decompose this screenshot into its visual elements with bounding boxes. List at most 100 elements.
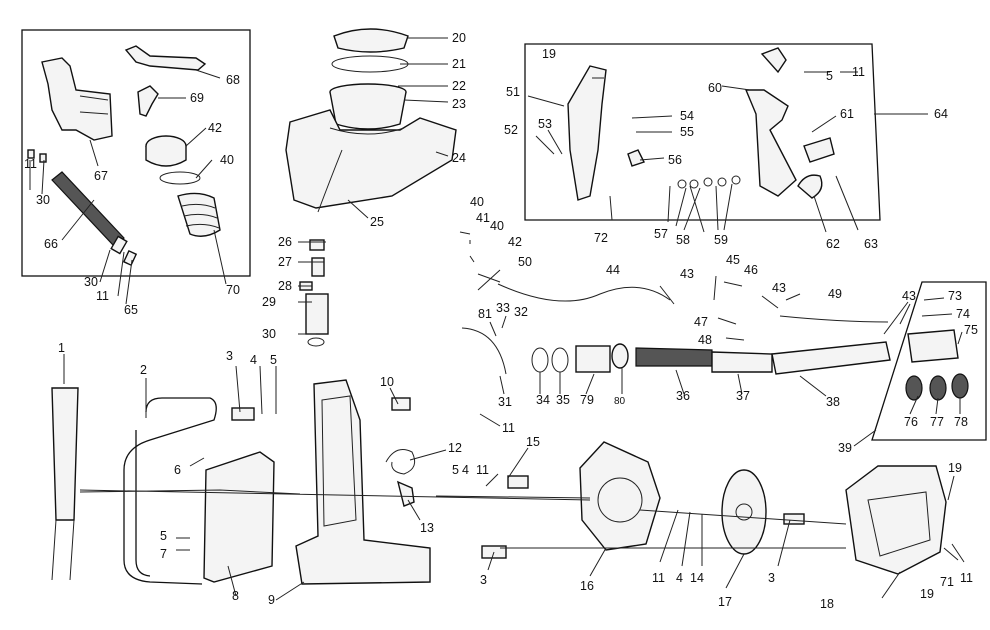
callout-13: 13: [420, 521, 434, 535]
part-67-handle-grip: [41, 57, 113, 141]
callout-59: 59: [714, 233, 728, 247]
callout-40: 40: [220, 153, 234, 167]
callout-80: 80: [614, 396, 626, 407]
callout-5: 5: [452, 463, 459, 477]
callout-20: 20: [452, 31, 466, 45]
callout-42: 42: [508, 235, 522, 249]
callout-52: 52: [504, 123, 518, 137]
part-20-tank-cap: [333, 28, 409, 53]
callout-62: 62: [826, 237, 840, 251]
callout-31: 31: [498, 395, 512, 409]
callout-39: 39: [838, 441, 852, 455]
callout-11: 11: [852, 65, 865, 79]
part-18-rear-housing: [845, 465, 947, 575]
callout-11: 11: [96, 289, 109, 303]
callout-3: 3: [226, 349, 233, 363]
part-10-plate: [391, 397, 411, 411]
callout-75: 75: [964, 323, 978, 337]
part-66-spring: [51, 171, 125, 247]
callout-7: 7: [160, 547, 167, 561]
part-75-nozzle: [907, 329, 959, 363]
part-16-fan-housing: [579, 441, 661, 551]
callout-11: 11: [652, 571, 665, 585]
callout-34: 34: [536, 393, 550, 407]
part-31-elbow-pipe: [461, 327, 507, 375]
callout-45: 45: [726, 253, 740, 267]
callout-2: 2: [140, 363, 147, 377]
part-12-spring: [385, 449, 416, 475]
callout-58: 58: [676, 233, 690, 247]
callout-70: 70: [226, 283, 240, 297]
part-37-pipe: [711, 351, 773, 373]
inset-frame-right: [871, 281, 987, 441]
part-68-clip: [124, 45, 207, 71]
callout-78: 78: [954, 415, 968, 429]
callout-44: 44: [606, 263, 620, 277]
part-23-strainer: [329, 83, 407, 130]
callout-3: 3: [480, 573, 487, 587]
callout-72: 72: [594, 231, 608, 245]
callout-35: 35: [556, 393, 570, 407]
callout-50: 50: [518, 255, 532, 269]
callout-22: 22: [452, 79, 466, 93]
callout-19: 19: [948, 461, 962, 475]
callout-43: 43: [772, 281, 786, 295]
callout-41: 41: [476, 211, 490, 225]
callout-17: 17: [718, 595, 732, 609]
callout-14: 14: [690, 571, 704, 585]
callout-57: 57: [654, 227, 668, 241]
part-49-hose: [779, 315, 889, 323]
part-1-shoulder-strap: [51, 387, 79, 581]
part-17-impeller: [721, 469, 767, 555]
callout-38: 38: [826, 395, 840, 409]
callout-54: 54: [680, 109, 694, 123]
part-42-cap: [145, 135, 187, 167]
callout-37: 37: [736, 389, 750, 403]
part-13-lever: [396, 480, 415, 507]
callout-21: 21: [452, 57, 466, 71]
callout-76: 76: [904, 415, 918, 429]
callout-6: 6: [174, 463, 181, 477]
callout-27: 27: [278, 255, 292, 269]
parts-26-30-valve-stack: [299, 239, 329, 347]
callout-55: 55: [680, 125, 694, 139]
callout-24: 24: [452, 151, 466, 165]
part-25-hose: [317, 149, 343, 213]
callout-77: 77: [930, 415, 944, 429]
part-30-small-pins: [27, 149, 138, 267]
part-40-oring: [159, 171, 201, 185]
callout-25: 25: [370, 215, 384, 229]
callout-69: 69: [190, 91, 204, 105]
callout-71: 71: [940, 575, 954, 589]
part-34-35-rings: [531, 347, 569, 373]
callout-4: 4: [462, 463, 469, 477]
callout-32: 32: [514, 305, 528, 319]
part-2-back-frame: [123, 397, 217, 585]
callout-8: 8: [232, 589, 239, 603]
part-21-cap-gasket: [331, 55, 409, 73]
callout-26: 26: [278, 235, 292, 249]
callout-5: 5: [826, 69, 833, 83]
part-61-clip: [803, 137, 835, 163]
callout-73: 73: [948, 289, 962, 303]
callout-3: 3: [768, 571, 775, 585]
callout-47: 47: [694, 315, 708, 329]
part-62-knob: [797, 174, 823, 199]
callout-56: 56: [668, 153, 682, 167]
callout-15: 15: [526, 435, 540, 449]
callout-49: 49: [828, 287, 842, 301]
callout-68: 68: [226, 73, 240, 87]
callout-79: 79: [580, 393, 594, 407]
callout-43: 43: [902, 289, 916, 303]
callout-16: 16: [580, 579, 594, 593]
part-58-59-washers: [677, 175, 741, 189]
part-56-switch: [627, 149, 645, 167]
part-70-bellows: [177, 192, 221, 237]
callout-53: 53: [538, 117, 552, 131]
callout-9: 9: [268, 593, 275, 607]
part-60-handle-bracket: [744, 47, 797, 197]
callout-33: 33: [496, 301, 510, 315]
callout-40: 40: [490, 219, 504, 233]
callout-12: 12: [448, 441, 462, 455]
callout-23: 23: [452, 97, 466, 111]
